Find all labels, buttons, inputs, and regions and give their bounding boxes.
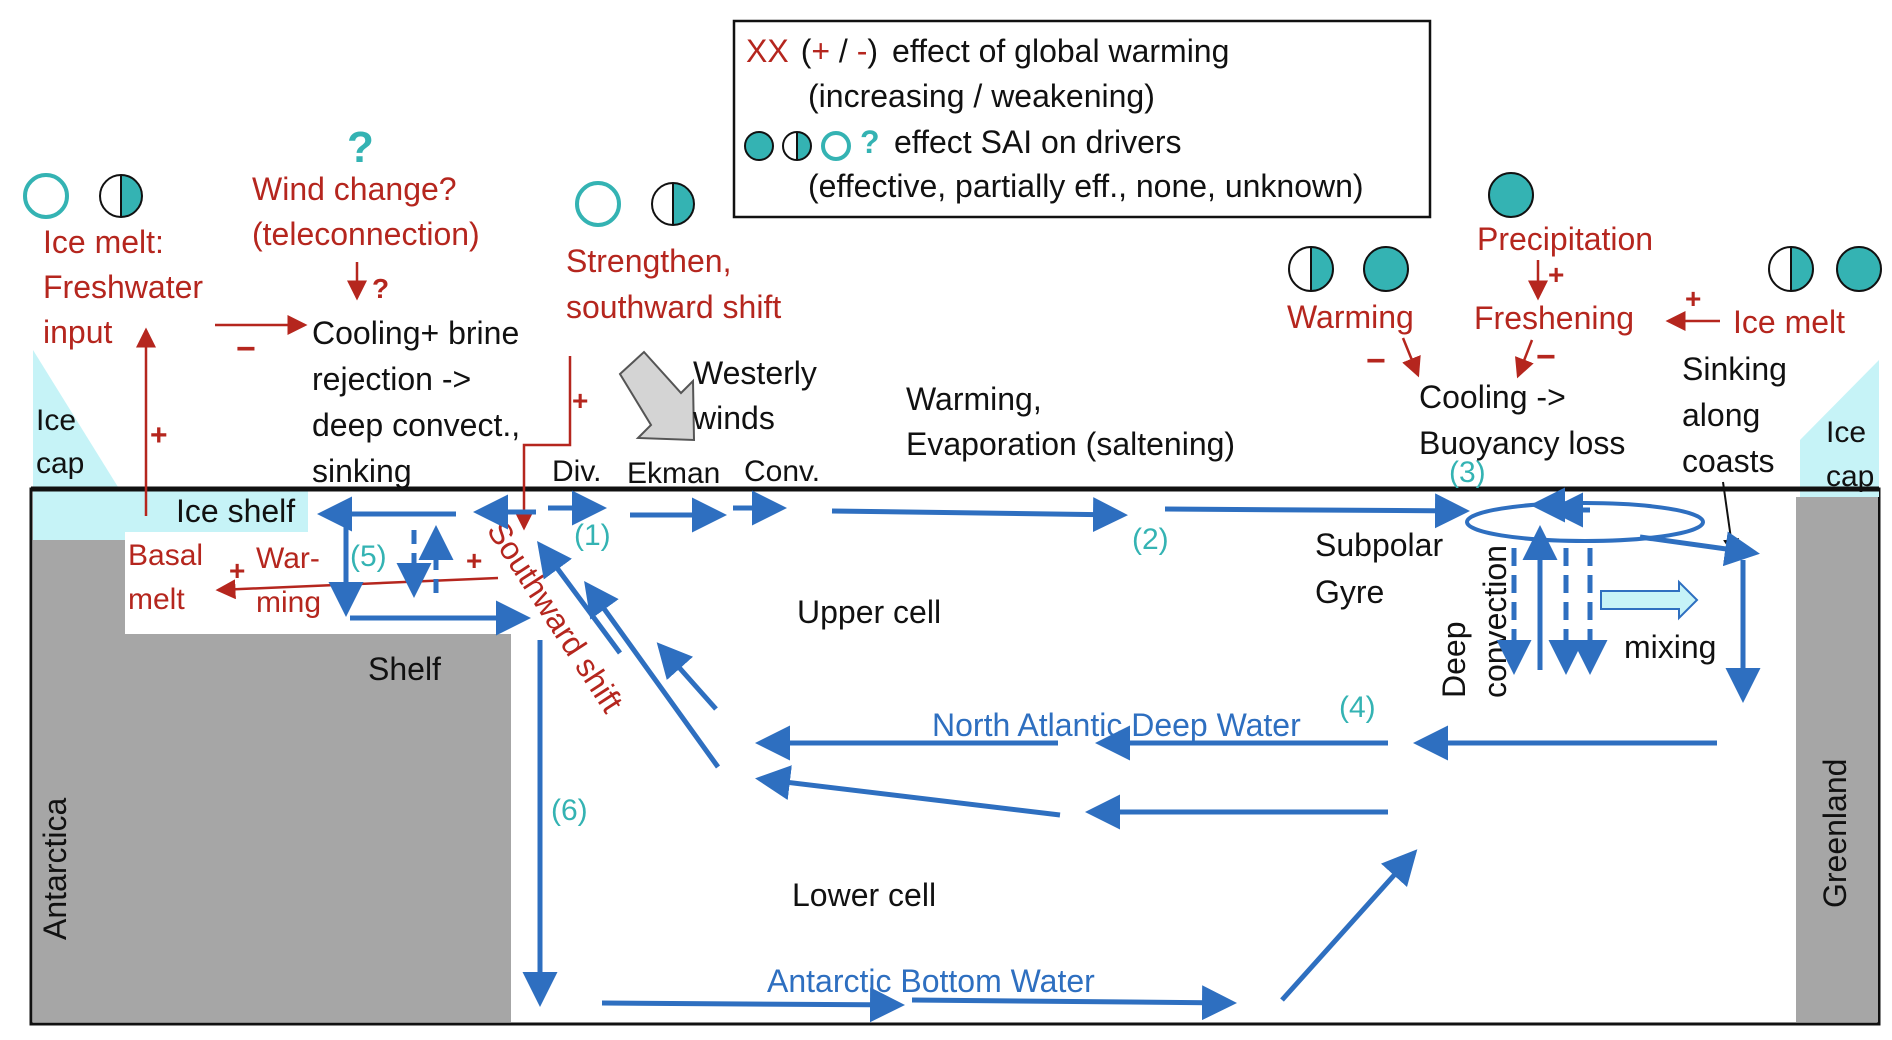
shelf-label: Shelf bbox=[368, 651, 441, 687]
aabw-label: Antarctic Bottom Water bbox=[767, 963, 1095, 999]
strengthen-to-shift-arrow bbox=[514, 356, 572, 531]
number-2-label: (2) bbox=[1132, 523, 1169, 556]
antarctica-label: Antarctica bbox=[37, 798, 73, 940]
ice-cap-left bbox=[33, 350, 118, 487]
cooling-brine-label: Cooling+ brine rejection -> deep convect… bbox=[312, 315, 529, 489]
icemelt-half-circle-icon bbox=[99, 174, 143, 218]
ice-melt-freshwater-label: Ice melt: Freshwater input bbox=[43, 224, 212, 350]
basal-melt-label: Basal melt bbox=[128, 539, 211, 616]
mixing-label: mixing bbox=[1624, 629, 1716, 665]
circulation-arrows bbox=[317, 487, 1761, 1023]
precipitation-label: Precipitation bbox=[1477, 221, 1653, 257]
aabw-bottom-arrow-1 bbox=[601, 987, 905, 1023]
plus-strengthen-sign: + bbox=[572, 385, 588, 416]
number-5-label: (5) bbox=[350, 540, 387, 573]
aabw-rise-arrow bbox=[1280, 849, 1418, 1002]
legend-half-circle-icon bbox=[782, 131, 812, 161]
ice-cap-right bbox=[1800, 360, 1879, 497]
conv-label: Conv. bbox=[744, 455, 820, 488]
strengthen-shift-label: Strengthen, southward shift bbox=[566, 243, 781, 325]
legend-line4: (effective, partially eff., none, unknow… bbox=[808, 168, 1364, 204]
wind-change-label: Wind change? (teleconnection) bbox=[252, 171, 480, 252]
plus-warming-sign-b: + bbox=[229, 555, 245, 586]
ice-shelf-label: Ice shelf bbox=[176, 493, 295, 529]
westerly-half-circle-icon bbox=[651, 182, 695, 226]
lower-nadw-arrow-2 bbox=[755, 765, 1061, 818]
legend-open-circle-icon bbox=[821, 131, 851, 161]
legend-full-circle-icon bbox=[744, 131, 774, 161]
warming-to-cooling-arrow bbox=[1401, 337, 1421, 378]
gyre-to-greenland-arrow bbox=[1639, 531, 1760, 567]
number-1-label: (1) bbox=[574, 519, 611, 552]
legend-line3: effect SAI on drivers bbox=[894, 124, 1182, 160]
legend-question-icon: ? bbox=[860, 124, 880, 160]
surface-arrow-east-4 bbox=[831, 497, 1128, 533]
number-6-label: (6) bbox=[551, 794, 588, 827]
convection-label: convection bbox=[1477, 545, 1513, 698]
nadw-label: North Atlantic Deep Water bbox=[932, 707, 1301, 743]
plus-icemelt-north-sign: + bbox=[1685, 283, 1701, 314]
precip-full-circle-icon bbox=[1488, 172, 1534, 218]
icemelt-open-circle-icon bbox=[23, 173, 69, 219]
westerly-winds-label: Westerly winds bbox=[692, 355, 826, 436]
mixing-arrow bbox=[1600, 579, 1699, 621]
number-4-label: (4) bbox=[1339, 691, 1376, 724]
ice-cap-right-label: Ice cap bbox=[1826, 416, 1874, 493]
westerly-open-circle-icon bbox=[575, 181, 621, 227]
minus-warming-sign: − bbox=[1366, 342, 1386, 380]
subpolar-gyre-label: Subpolar Gyre bbox=[1315, 527, 1452, 610]
north-warming-label: Warming bbox=[1287, 299, 1414, 335]
div-label: Div. bbox=[552, 455, 601, 488]
plus-icemelt-sign: + bbox=[150, 419, 168, 452]
plus-warming-sign-a: + bbox=[466, 545, 482, 576]
legend-line2: (increasing / weakening) bbox=[808, 78, 1155, 114]
ice-cap-left-label: Ice cap bbox=[36, 404, 84, 480]
cooling-buoyancy-label: Cooling -> Buoyancy loss bbox=[1419, 379, 1625, 461]
minus-freshening-sign: − bbox=[1536, 338, 1556, 376]
north-warming-full-circle-icon bbox=[1363, 246, 1409, 292]
upwelling-arrow-3 bbox=[656, 642, 718, 711]
subpolar-gyre-ellipse bbox=[1465, 501, 1705, 543]
surface-arrow-east-5 bbox=[1164, 493, 1470, 529]
upwelling-arrow-2 bbox=[584, 580, 721, 769]
plus-precip-sign: + bbox=[1548, 259, 1564, 290]
north-ice-melt-label: Ice melt bbox=[1733, 304, 1845, 340]
number-3-label: (3) bbox=[1449, 456, 1486, 489]
sinking-coasts-label: Sinking along coasts bbox=[1682, 351, 1796, 479]
greenland-label: Greenland bbox=[1817, 759, 1853, 908]
ice-shelf bbox=[33, 487, 308, 540]
legend-line1: XX(+ / -)effect of global warming bbox=[746, 33, 1229, 69]
aabw-bottom-arrow-2 bbox=[911, 985, 1237, 1021]
lower-cell-label: Lower cell bbox=[792, 877, 936, 913]
legend-box bbox=[732, 19, 1432, 219]
upper-cell-label: Upper cell bbox=[797, 594, 941, 630]
ekman-label: Ekman bbox=[627, 457, 720, 490]
north-icemelt-half-circle-icon bbox=[1768, 246, 1814, 292]
wind-question-icon: ? bbox=[347, 123, 374, 172]
minus-cooling-sign: − bbox=[236, 330, 256, 368]
warming-south-label: War- ming bbox=[256, 542, 328, 619]
small-question-icon: ? bbox=[372, 273, 389, 304]
freshening-label: Freshening bbox=[1474, 300, 1634, 336]
greenland-land bbox=[1796, 497, 1878, 1022]
north-warming-half-circle-icon bbox=[1288, 246, 1334, 292]
warming-evaporation-label: Warming, Evaporation (saltening) bbox=[906, 381, 1235, 462]
westerly-wind-arrow bbox=[618, 350, 696, 442]
deep-label: Deep bbox=[1436, 622, 1472, 699]
upwelling-arrow-1 bbox=[537, 540, 623, 655]
antarctica-land bbox=[33, 540, 511, 1022]
north-icemelt-full-circle-icon bbox=[1836, 246, 1882, 292]
freshening-to-cooling-arrow bbox=[1515, 339, 1534, 379]
